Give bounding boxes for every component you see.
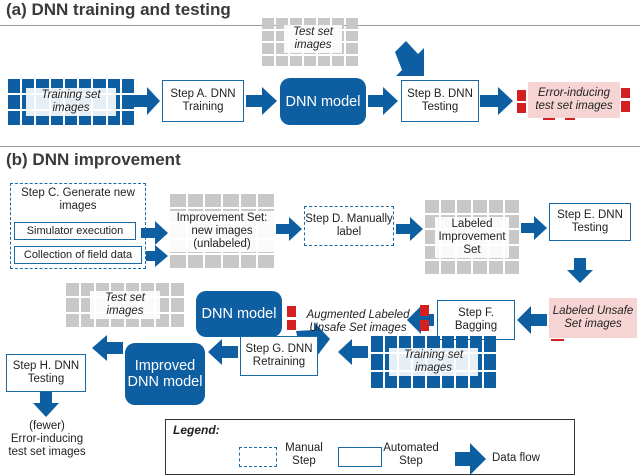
arrow-improvement-to-step-d: [276, 217, 302, 241]
augmented-unsafe-set: Augmented Labeled Unsafe Set images: [298, 299, 418, 345]
labeled-unsafe-label: Labeled Unsafe Set images: [552, 305, 634, 330]
arrow-unsafe-to-step-f: [517, 306, 547, 334]
step-h-box[interactable]: Step H. DNN Testing: [6, 354, 86, 392]
legend-manual-swatch: [239, 447, 277, 467]
arrow-field-to-improvement: [146, 245, 168, 267]
arrow-training-to-step-g: [338, 339, 368, 365]
improvement-set: Improvement Set: new images (unlabeled): [170, 194, 274, 268]
arrow-model-to-step-b: [368, 87, 398, 115]
training-set-label: Training set images: [26, 88, 116, 116]
field-data-box[interactable]: Collection of field data: [14, 246, 142, 264]
fewer-label: (fewer): [29, 420, 65, 432]
arrow-step-e-to-unsafe: [567, 258, 593, 283]
error-images-label: Error-inducing test set images: [535, 87, 613, 112]
augmented-label: Augmented Labeled Unsafe Set images: [306, 309, 410, 334]
arrow-test-images-to-step-b: [395, 41, 424, 76]
arrow-simulator-to-improvement: [141, 221, 168, 245]
error-inducing-images: Error-inducing test set images: [528, 82, 620, 118]
step-c-container[interactable]: Step C. Generate new images Simulator ex…: [10, 183, 146, 269]
step-g-box[interactable]: Step G. DNN Retraining: [240, 336, 318, 376]
legend-title: Legend:: [173, 423, 220, 437]
legend-automated-label: Automated Step: [383, 442, 439, 467]
legend-automated-swatch: [338, 447, 382, 467]
dnn-model-b[interactable]: DNN model: [196, 291, 282, 337]
training-set-images-b: Training set images: [371, 336, 496, 388]
arrow-training-to-step-a: [134, 87, 160, 115]
training-set-b-label: Training set images: [389, 348, 478, 376]
legend-data-flow-label: Data flow: [492, 452, 540, 464]
fewer-errors: (fewer) Error-inducing test set images: [2, 420, 92, 459]
test-set-images: Test set images: [262, 18, 358, 66]
training-set-images: Training set images: [8, 79, 134, 125]
labeled-improvement-label: Labeled Improvement Set: [435, 216, 509, 258]
legend-manual-label: Manual Step: [285, 442, 323, 467]
section-a-title: (a) DNN training and testing: [6, 0, 231, 19]
step-b-box[interactable]: Step B. DNN Testing: [401, 80, 479, 122]
labeled-unsafe-set: Labeled Unsafe Set images: [549, 298, 637, 338]
simulator-execution-box[interactable]: Simulator execution: [14, 222, 136, 240]
dnn-model-a[interactable]: DNN model: [280, 78, 366, 125]
step-a-box[interactable]: Step A. DNN Training: [162, 80, 244, 122]
test-set-images-b: Test set images: [66, 283, 184, 327]
step-c-label: Step C. Generate new images: [21, 187, 135, 212]
arrow-labeled-to-step-e: [521, 216, 547, 240]
arrow-step-g-to-improved: [208, 339, 238, 365]
arrow-improved-to-step-h: [92, 335, 123, 361]
section-b-title: (b) DNN improvement: [6, 150, 181, 169]
test-set-label: Test set images: [284, 25, 342, 53]
legend-box: Legend: Manual Step Automated Step Data …: [165, 419, 575, 475]
arrow-step-h-to-fewer: [33, 391, 59, 417]
arrow-step-a-to-model: [246, 87, 277, 115]
step-f-box[interactable]: Step F. Bagging: [437, 300, 515, 340]
legend-arrow: [455, 443, 486, 475]
step-d-box[interactable]: Step D. Manually label: [304, 206, 394, 246]
arrow-step-b-to-errors: [480, 87, 513, 115]
labeled-improvement-set: Labeled Improvement Set: [425, 200, 519, 274]
section-b-divider: [0, 146, 640, 147]
improvement-set-label: Improvement Set: new images (unlabeled): [170, 210, 274, 252]
arrow-step-d-to-labeled: [396, 217, 423, 241]
fewer-errors-label: Error-inducing test set images: [8, 433, 86, 458]
test-set-b-label: Test set images: [90, 291, 160, 319]
improved-dnn-model[interactable]: Improved DNN model: [125, 343, 205, 405]
step-e-box[interactable]: Step E. DNN Testing: [549, 203, 631, 241]
